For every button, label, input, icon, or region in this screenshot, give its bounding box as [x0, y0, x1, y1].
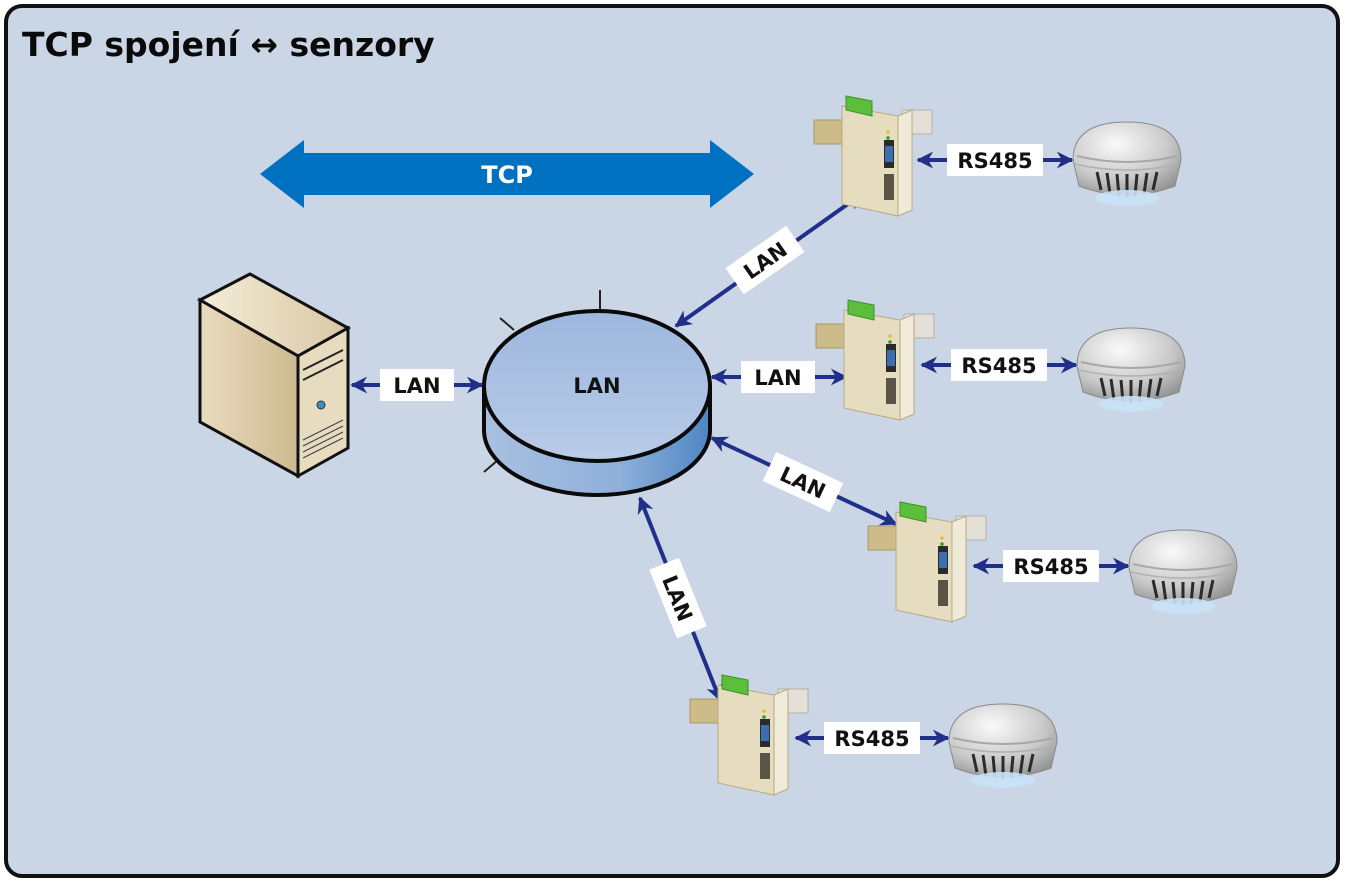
tcp-arrow-label: TCP: [481, 161, 533, 189]
svg-text:RS485: RS485: [1013, 555, 1088, 579]
sensor-4-icon: [947, 702, 1059, 790]
label-hub-converter-1: LAN: [725, 225, 805, 295]
sensor-3-icon: [1127, 528, 1239, 616]
sensor-2-icon: [1075, 326, 1187, 414]
svg-text:RS485: RS485: [961, 354, 1036, 378]
label-hub-converter-4: LAN: [649, 557, 707, 639]
label-hub-converter-3: LAN: [762, 451, 844, 513]
converter-1-icon: [813, 95, 933, 217]
tcp-arrow-shape: [260, 140, 754, 208]
server-icon: [196, 272, 352, 479]
sensor-1-icon: [1071, 120, 1183, 208]
label-converter-1-sensor-1: RS485: [947, 144, 1043, 176]
svg-text:LAN: LAN: [754, 366, 801, 390]
svg-text:RS485: RS485: [834, 727, 909, 751]
label-converter-2-sensor-2: RS485: [951, 349, 1047, 381]
label-server-hub: LAN: [380, 369, 454, 401]
svg-text:LAN: LAN: [393, 374, 440, 398]
label-converter-4-sensor-4: RS485: [824, 722, 920, 754]
converter-2-icon: [815, 299, 935, 421]
label-hub-converter-2: LAN: [741, 361, 815, 393]
tcp-double-arrow: TCP: [260, 140, 754, 208]
hub-label: LAN: [573, 374, 620, 398]
svg-text:RS485: RS485: [957, 149, 1032, 173]
lan-hub: LAN: [482, 290, 712, 497]
converter-4-icon: [689, 674, 809, 796]
label-converter-3-sensor-3: RS485: [1003, 550, 1099, 582]
diagram-title: TCP spojení ↔ senzory: [22, 25, 435, 64]
